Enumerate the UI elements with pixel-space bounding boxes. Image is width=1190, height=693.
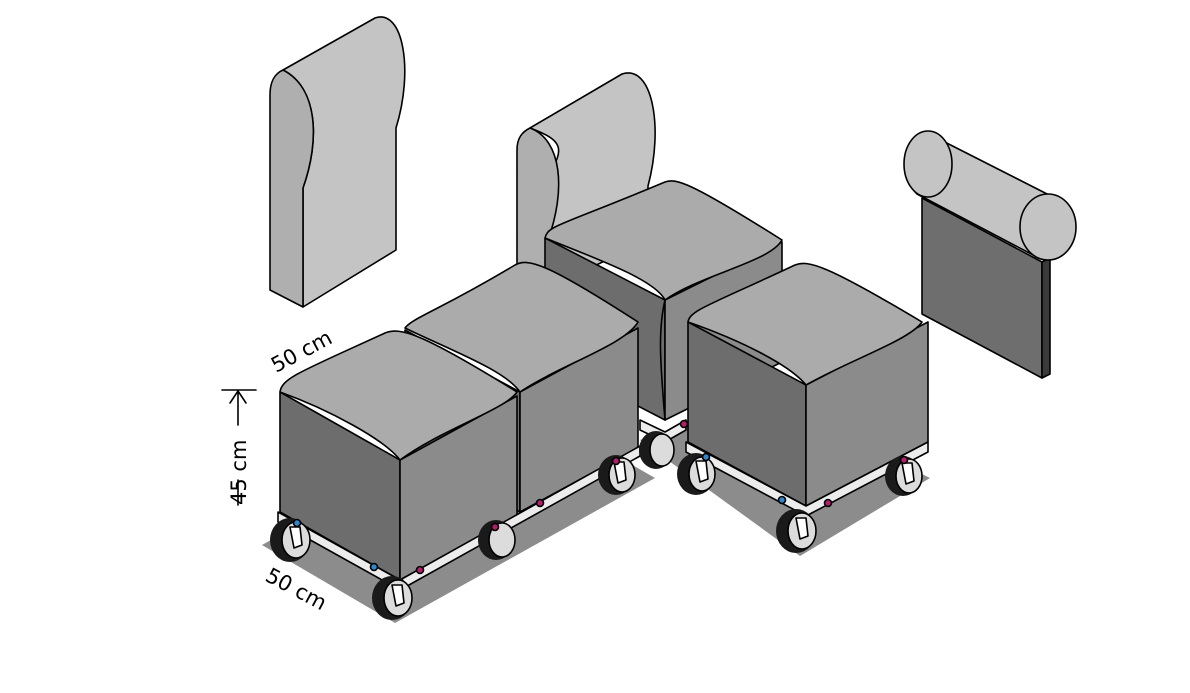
connector-dot-blue xyxy=(369,562,379,572)
armrest-roll-cap xyxy=(1019,193,1077,261)
cube-right-top xyxy=(687,262,923,386)
cube-mid-top xyxy=(404,261,639,393)
height-arrow-head xyxy=(229,390,247,404)
connector-dot-blue xyxy=(701,452,711,462)
caster-wheel xyxy=(478,520,516,560)
connector-dot-blue xyxy=(292,518,302,528)
connector-dot-magenta xyxy=(899,455,909,465)
connector-dot-magenta xyxy=(535,498,545,508)
caster-wheel xyxy=(270,518,311,562)
backrest-module xyxy=(269,16,406,308)
cube-back-top-edge xyxy=(659,299,666,421)
connector-dot-blue xyxy=(777,495,787,505)
cube-back-top xyxy=(544,180,783,301)
base-rail xyxy=(639,419,687,443)
base-rail xyxy=(685,441,929,517)
connector-dot-magenta xyxy=(823,498,833,508)
height-label: 45 cm xyxy=(227,440,251,505)
caster-wheel xyxy=(885,456,923,496)
caster-wheel xyxy=(372,576,413,620)
caster-wheels xyxy=(270,431,923,620)
armrest-module xyxy=(903,130,1077,379)
height-dimension: 45 cm xyxy=(221,389,257,506)
armrest-roll-cap-back xyxy=(903,130,953,198)
connector-dot-magenta xyxy=(679,419,689,429)
connector-dot-magenta xyxy=(611,456,621,466)
backrest-side xyxy=(269,69,315,308)
cube-front-top xyxy=(279,330,518,461)
connector-dot-magenta xyxy=(490,522,500,532)
caster-wheel xyxy=(598,455,636,495)
seat-cube-front xyxy=(279,330,518,581)
caster-wheel xyxy=(677,453,716,495)
caster-wheel xyxy=(776,509,817,553)
seat-cube-right xyxy=(687,262,929,507)
caster-wheel xyxy=(639,431,675,469)
armrest-panel-edge xyxy=(1041,257,1051,379)
connector-dots xyxy=(292,419,909,575)
connector-dot-magenta xyxy=(415,565,425,575)
